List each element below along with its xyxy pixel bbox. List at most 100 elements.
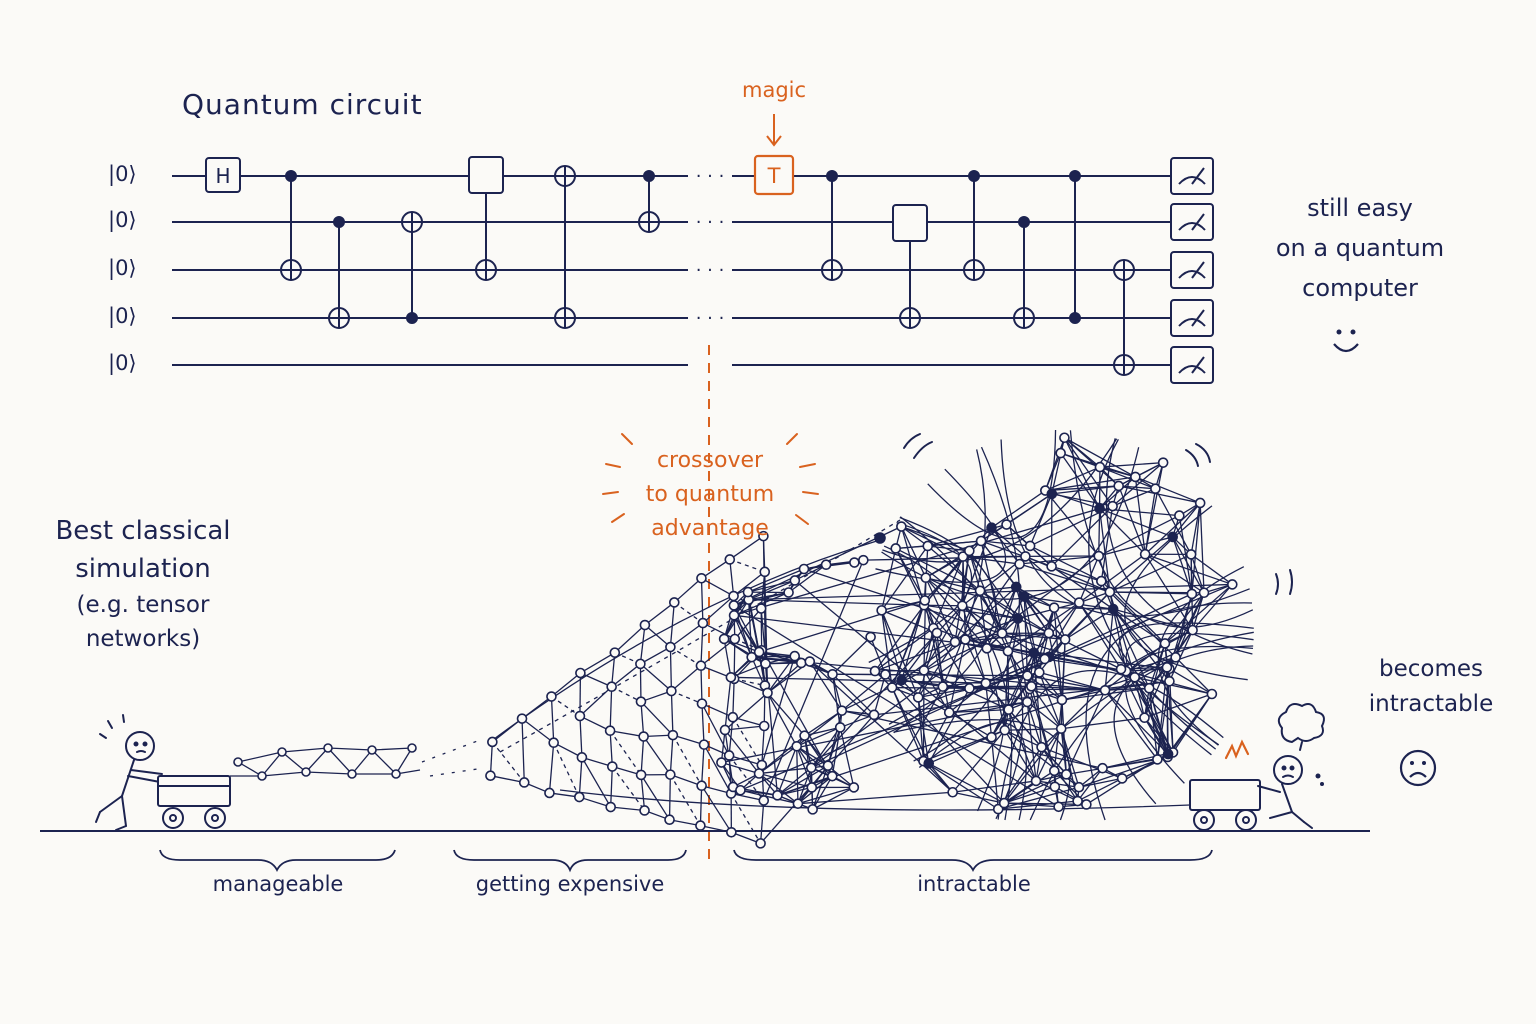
ball-edge	[1004, 729, 1042, 748]
tensor-node	[791, 740, 803, 752]
tensor-node	[729, 633, 741, 645]
ball-edge	[1008, 709, 1043, 748]
lattice-edge	[609, 730, 642, 776]
tensor-node	[727, 711, 739, 723]
tensor-node	[760, 658, 771, 670]
meter-arc	[1178, 176, 1206, 185]
ball-edge	[901, 525, 970, 552]
lattice-edge	[611, 686, 642, 703]
ball-arc	[997, 670, 1224, 820]
ball-arc	[1105, 438, 1253, 655]
tensor-node	[920, 572, 932, 584]
ball-edge	[980, 586, 1017, 592]
transition-edge	[827, 765, 855, 788]
lattice-edge	[640, 701, 645, 737]
ball-edge	[1098, 508, 1101, 557]
tensor-node	[826, 770, 838, 782]
tensor-node	[806, 782, 818, 793]
tensor-node	[696, 572, 707, 584]
ball-edge	[925, 577, 956, 643]
ball-edge	[1053, 699, 1063, 771]
ball-edge	[881, 610, 903, 681]
transition-edge	[723, 638, 732, 678]
ball-edge	[1004, 729, 1037, 782]
transition-edge	[812, 786, 855, 810]
tensor-node	[758, 530, 769, 542]
svg-text:· · ·: · · ·	[696, 260, 725, 281]
tensor-node	[806, 762, 817, 774]
tensor-node	[1227, 579, 1238, 590]
tensor-node	[957, 600, 968, 612]
tensor-node	[798, 563, 810, 575]
ball-edge	[1148, 688, 1159, 760]
tensor-node	[807, 804, 818, 815]
ball-edge	[924, 600, 944, 687]
envelope-edge	[499, 519, 901, 753]
ball-edge	[1038, 672, 1062, 729]
tensor-node	[735, 784, 746, 796]
lattice-edge	[521, 718, 555, 744]
tensor-node	[1039, 653, 1051, 665]
ball-edge	[927, 545, 981, 592]
svg-text:· · ·: · · ·	[696, 166, 725, 187]
ball-edge	[1051, 565, 1114, 610]
ball-edge	[1169, 668, 1213, 695]
tensor-node	[1206, 688, 1218, 700]
tensor-node	[1026, 681, 1037, 692]
lattice-edge	[644, 624, 671, 648]
tensor-node	[1072, 795, 1083, 807]
tensor-node	[546, 691, 557, 702]
ball-edge	[891, 600, 926, 688]
ball-edge	[925, 577, 963, 607]
cnot-gate	[401, 211, 423, 324]
lattice-edge	[553, 742, 583, 758]
lattice-edge	[731, 792, 764, 802]
tensor-node	[1115, 663, 1127, 675]
lattice-edge	[553, 742, 580, 798]
ball-edge	[991, 490, 1046, 529]
ball-edge	[1113, 608, 1193, 631]
ball-edge	[1006, 493, 1053, 526]
chain-edge	[371, 749, 397, 775]
lattice-edge	[701, 577, 734, 597]
lattice-edge	[611, 766, 646, 811]
lattice-edge	[700, 638, 736, 667]
ball-edge	[1064, 437, 1136, 478]
lattice-edge	[729, 535, 764, 560]
ball-edge	[1004, 728, 1062, 731]
classical-line: networks)	[85, 626, 201, 652]
ball-edge	[1078, 602, 1136, 678]
tensor-node	[996, 628, 1008, 639]
tensor-node	[772, 790, 783, 801]
ball-edge	[1144, 553, 1233, 586]
network-edges	[230, 430, 1254, 844]
lattice-edge	[728, 755, 765, 801]
lattice-edge	[643, 736, 671, 775]
tensor-node	[665, 641, 676, 653]
tensor-node	[516, 713, 528, 724]
lattice-edge	[729, 559, 735, 597]
tensor-node	[834, 722, 846, 733]
ball-edge	[1104, 609, 1114, 691]
ball-edge	[1051, 493, 1113, 507]
ball-edge	[1112, 608, 1166, 644]
ball-edge	[1019, 563, 1111, 593]
lattice-edge	[734, 608, 762, 640]
ball-edge	[1041, 746, 1123, 779]
transition-edge	[831, 674, 843, 711]
tensor-node	[822, 760, 834, 771]
ball-edge	[1023, 596, 1066, 640]
lattice-edge	[579, 716, 583, 758]
ball-edge	[991, 527, 1026, 557]
ball-edge	[1024, 596, 1114, 610]
transition-edge	[740, 789, 799, 805]
ball-edge	[1144, 553, 1194, 631]
bridge-edge	[863, 555, 1026, 561]
ball-edge	[1061, 699, 1067, 775]
ball-edge	[1061, 689, 1106, 701]
tensor-node	[1022, 696, 1033, 708]
lattice-edge	[700, 744, 705, 786]
tensor-node	[723, 750, 735, 761]
transition-edge	[759, 767, 812, 775]
tensor-node	[696, 780, 707, 792]
